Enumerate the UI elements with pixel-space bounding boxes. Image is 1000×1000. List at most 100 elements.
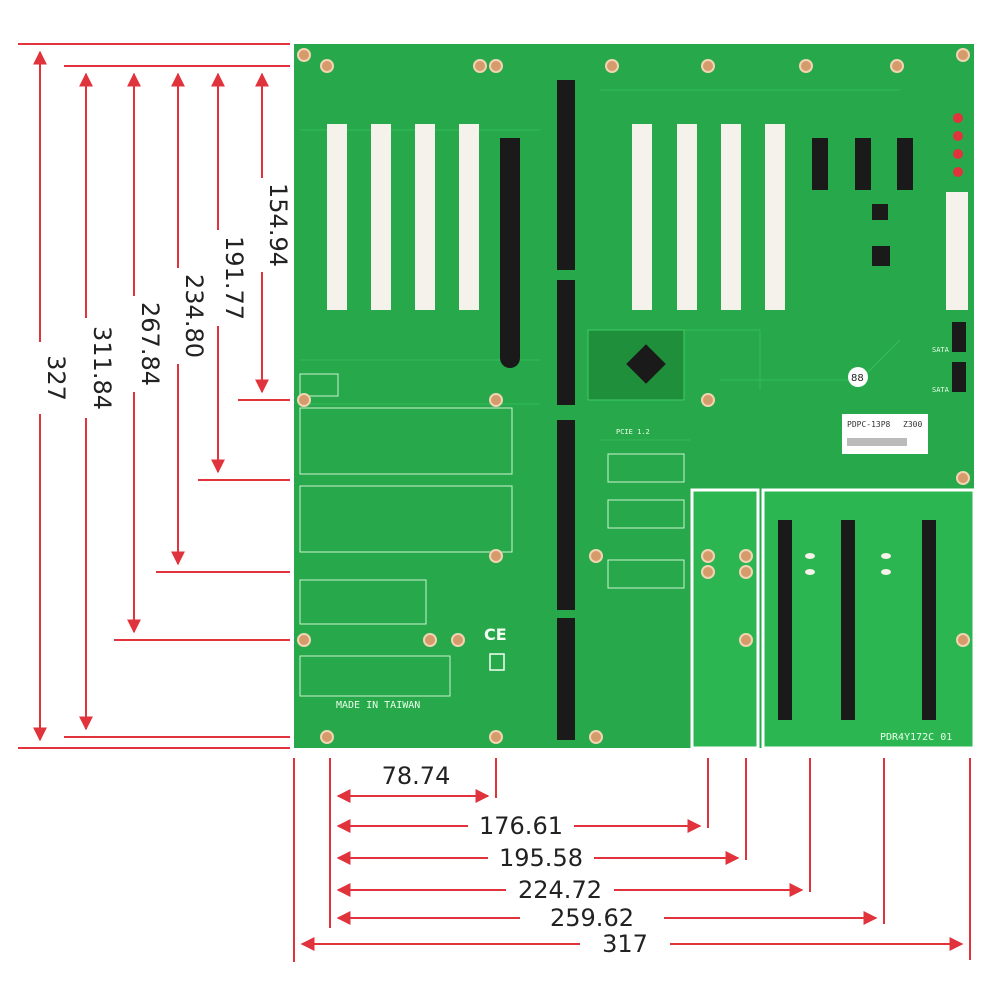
mounting-hole: [320, 730, 334, 744]
bridge-chip: [626, 344, 666, 384]
ce-mark: CE: [484, 625, 507, 644]
vertical-dimension-327: 327: [18, 43, 290, 749]
status-led: [953, 131, 963, 141]
pcie-x1-slot: [897, 138, 913, 190]
dimension-value: 311.84: [88, 326, 116, 410]
part-number: PDPC-13P8: [847, 420, 891, 429]
silkscreen-table: [299, 579, 427, 625]
silkscreen-table: [299, 373, 339, 397]
vertical-dimension-311-84: 311.84: [64, 65, 290, 738]
sata-connector: [952, 322, 966, 352]
mounting-hole: [956, 633, 970, 647]
vertical-dimension-154-94: 154.94: [238, 72, 292, 401]
mounting-hole: [890, 59, 904, 73]
pcb-expansion-zone-b: [761, 488, 976, 750]
silkscreen-table: [607, 559, 685, 589]
mounting-hole: [489, 730, 503, 744]
status-led: [953, 113, 963, 123]
weee-mark-icon: [489, 653, 505, 671]
pci-slot: [459, 124, 479, 310]
dimension-value: 191.77: [220, 236, 248, 320]
expansion-slot-tab: [881, 569, 891, 575]
pcie-x1-slot-group: [812, 138, 913, 190]
mounting-hole: [489, 549, 503, 563]
mounting-hole: [451, 633, 465, 647]
mounting-hole: [739, 565, 753, 579]
horizontal-dimension-195-58: 195.58: [336, 844, 740, 872]
dimension-value: 327: [42, 355, 70, 401]
mounting-hole: [423, 633, 437, 647]
mounting-hole: [297, 393, 311, 407]
pci-slot: [677, 124, 697, 310]
sata-label: SATA: [932, 346, 950, 354]
pci-slot: [632, 124, 652, 310]
slot-latch: [500, 348, 520, 368]
part-barcode: [847, 438, 907, 446]
silkscreen-table: [299, 407, 513, 475]
mounting-hole: [297, 633, 311, 647]
pci-slot-group-right: [632, 124, 785, 310]
part-label-sticker: [842, 414, 928, 454]
mounting-hole: [589, 730, 603, 744]
pci-slot: [721, 124, 741, 310]
pci-slot: [415, 124, 435, 310]
mounting-hole: [589, 549, 603, 563]
dimension-value: 78.74: [382, 762, 451, 790]
pcie-label: PCIE 1.2: [616, 428, 650, 436]
silkscreen-table: [299, 485, 513, 553]
horizontal-dimensions: 78.74 176.61 195.58 224.72 259.62 317: [293, 758, 971, 962]
expansion-zone-slots: [778, 520, 936, 720]
vertical-dimensions: 327 311.84 267.84 234.80 191.77: [18, 43, 292, 749]
mounting-hole: [701, 393, 715, 407]
dimension-value: 234.80: [180, 274, 208, 358]
expansion-slot: [778, 520, 792, 720]
expansion-slot: [922, 520, 936, 720]
dimension-value: 154.94: [264, 183, 292, 267]
sata-label: SATA: [932, 386, 950, 394]
horizontal-extension-lines: [293, 758, 971, 962]
pci-slot: [371, 124, 391, 310]
mounting-hole: [489, 393, 503, 407]
horizontal-dimension-259-62: 259.62: [336, 904, 878, 932]
made-in-label: MADE IN TAIWAN: [336, 700, 420, 711]
backplane-connector: [557, 280, 575, 405]
mounting-hole: [489, 59, 503, 73]
backplane-connector: [557, 80, 575, 270]
vertical-dimension-191-77: 191.77: [198, 72, 290, 481]
pcb-expansion-zone-a: [690, 488, 760, 750]
silkscreen-table: [607, 453, 685, 483]
pcie-x1-slot: [855, 138, 871, 190]
horizontal-dimension-78-74: 78.74: [336, 762, 490, 803]
mounting-hole: [320, 59, 334, 73]
sata-connector: [952, 362, 966, 392]
silkscreen-table: [299, 655, 451, 697]
dimension-value: 176.61: [479, 812, 563, 840]
mounting-hole: [701, 549, 715, 563]
mounting-hole: [739, 633, 753, 647]
mounting-hole: [473, 59, 487, 73]
pci-slot: [765, 124, 785, 310]
mounting-hole: [701, 59, 715, 73]
dimension-value: 259.62: [550, 904, 634, 932]
vertical-dimension-267-84: 267.84: [114, 72, 290, 641]
pci-slot-group-left: [327, 124, 479, 310]
expansion-slot-tab: [881, 553, 891, 559]
mounting-hole: [605, 59, 619, 73]
silkscreen-tables: [299, 373, 685, 697]
pcie-x1-slot: [812, 138, 828, 190]
backplane-connector-column: [557, 80, 575, 740]
mounting-hole: [799, 59, 813, 73]
mounting-holes: [297, 48, 970, 744]
horizontal-dimension-224-72: 224.72: [336, 876, 804, 904]
dimension-value: 267.84: [136, 302, 164, 386]
dimension-value: 195.58: [499, 844, 583, 872]
status-led: [953, 167, 963, 177]
pcb-board: SATA SATA PCIE 1.2 CE MA: [294, 44, 976, 750]
part-code: Z300: [903, 420, 922, 429]
vertical-dimension-234-80: 234.80: [156, 72, 290, 573]
silkscreen-table: [607, 499, 685, 529]
batch-sticker: [848, 367, 868, 387]
mounting-hole: [739, 549, 753, 563]
dimension-value: 317: [602, 930, 648, 958]
